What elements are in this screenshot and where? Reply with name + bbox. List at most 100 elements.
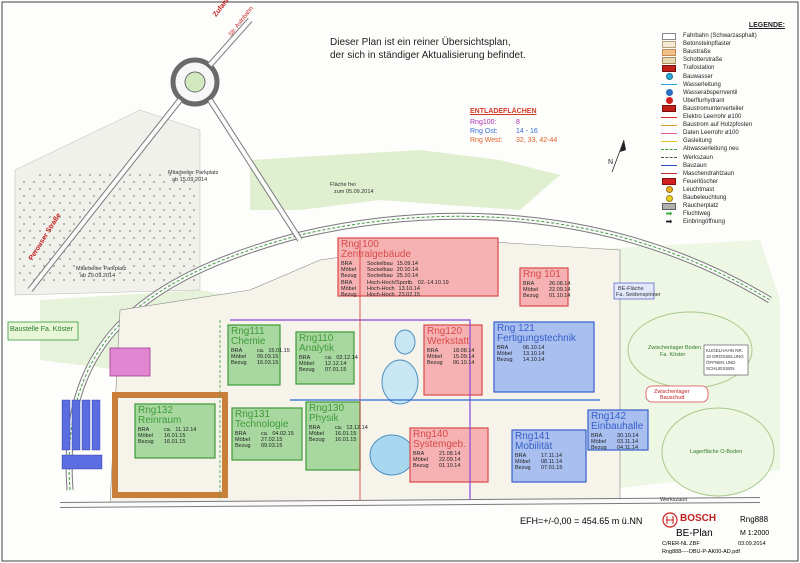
legend: LEGENDE: Fahrbahn (Schwarzasphalt)Betons… <box>659 22 795 226</box>
label-flaeche: Fläche frei <box>330 182 356 188</box>
building-rng120[interactable] <box>423 324 483 396</box>
building-date-cell: Möbel <box>341 285 356 292</box>
green-area-north <box>250 150 560 210</box>
building-name: Rng140 <box>413 429 449 440</box>
parking-space <box>32 250 36 254</box>
parking-space <box>162 180 166 184</box>
building-rng141[interactable] <box>511 429 587 483</box>
building-rng140[interactable] <box>409 427 489 483</box>
parking-space <box>172 250 176 254</box>
footer-title: BE-Plan <box>676 528 713 539</box>
parking-space <box>72 250 76 254</box>
parking-space <box>28 201 32 205</box>
building-rng121[interactable] <box>493 321 595 393</box>
building-date-cell: 09.03.15 <box>257 354 279 361</box>
parking-space <box>148 257 152 261</box>
parking-space <box>188 173 192 177</box>
legend-swatch-icon <box>659 32 679 40</box>
building-date-cell: 02.12.14 <box>336 355 358 361</box>
building-function: Analytik <box>299 343 335 354</box>
building-rng142[interactable] <box>587 409 649 451</box>
parking-space <box>192 278 196 282</box>
parking-space <box>68 271 72 275</box>
building-rng110[interactable] <box>295 331 355 385</box>
parking-space <box>88 243 92 247</box>
oval-field-lagerflaeche <box>661 407 775 497</box>
legend-swatch-icon <box>659 138 679 144</box>
parking-space <box>22 180 26 184</box>
parking-space <box>158 201 162 205</box>
parking-space <box>22 278 26 282</box>
building-rng101[interactable] <box>519 267 569 307</box>
parking-space <box>18 243 22 247</box>
parking-space <box>162 194 166 198</box>
parking-space <box>118 201 122 205</box>
parking-space <box>188 257 192 261</box>
building-date-cell: ca. <box>335 425 343 431</box>
legend-item: Schotterstraße <box>659 56 795 64</box>
parking-space <box>72 194 76 198</box>
building-date-cell: 07.01.15 <box>541 465 563 472</box>
building-date-cell: 16.01.15 <box>164 439 186 446</box>
parking-space <box>78 215 82 219</box>
ring-road-line <box>68 215 771 491</box>
legend-label: Raucherplatz <box>683 203 719 210</box>
parking-space <box>168 201 172 205</box>
building-date-cell: Bezug <box>235 443 251 450</box>
building-date-cell: 15.09.14 <box>396 261 419 267</box>
parking-space <box>148 243 152 247</box>
parking-space <box>58 173 62 177</box>
building-rng131[interactable] <box>231 407 303 461</box>
building-rng111[interactable] <box>227 324 281 386</box>
parking-space <box>138 271 142 275</box>
building-function: Mobilität <box>515 441 553 452</box>
legend-swatch-icon <box>659 56 679 64</box>
parking-space <box>182 180 186 184</box>
legend-swatch-icon <box>659 105 679 113</box>
building-date-cell: Möbel <box>299 361 314 368</box>
parking-space <box>168 229 172 233</box>
parking-space <box>178 215 182 219</box>
north-arrow-icon: N <box>608 139 626 173</box>
legend-label: Wasserleitung <box>683 81 721 88</box>
building-date-cell: Bezug <box>427 360 443 367</box>
parking-space <box>92 236 96 240</box>
building-date-cell: Möbel <box>138 433 153 440</box>
parking-space <box>188 187 192 191</box>
parking-space <box>72 222 76 226</box>
parking-space <box>192 250 196 254</box>
parking-space <box>168 187 172 191</box>
parking-space <box>182 194 186 198</box>
parking-space <box>122 222 126 226</box>
building-rng132[interactable] <box>134 403 216 459</box>
building-date-cell: 01.10.14 <box>439 463 461 470</box>
parking-space <box>122 236 126 240</box>
legend-item: Bauzaun <box>659 162 795 170</box>
parking-space <box>112 194 116 198</box>
parking-space <box>72 208 76 212</box>
parking-space <box>82 236 86 240</box>
parking-space <box>78 271 82 275</box>
legend-label: Fahrbahn (Schwarzasphalt) <box>683 33 757 40</box>
parking-space <box>68 187 72 191</box>
building-date-cell: Hoch-Hoch <box>367 285 395 292</box>
parking-space <box>58 215 62 219</box>
building-name: Rng111 <box>231 326 265 337</box>
unloading-row-key: Rng West: <box>470 137 503 144</box>
building-rng100[interactable] <box>337 237 499 297</box>
legend-item: Fahrbahn (Schwarzasphalt) <box>659 32 795 40</box>
legend-item: Elektro Leerrohr ø100 <box>659 113 795 121</box>
